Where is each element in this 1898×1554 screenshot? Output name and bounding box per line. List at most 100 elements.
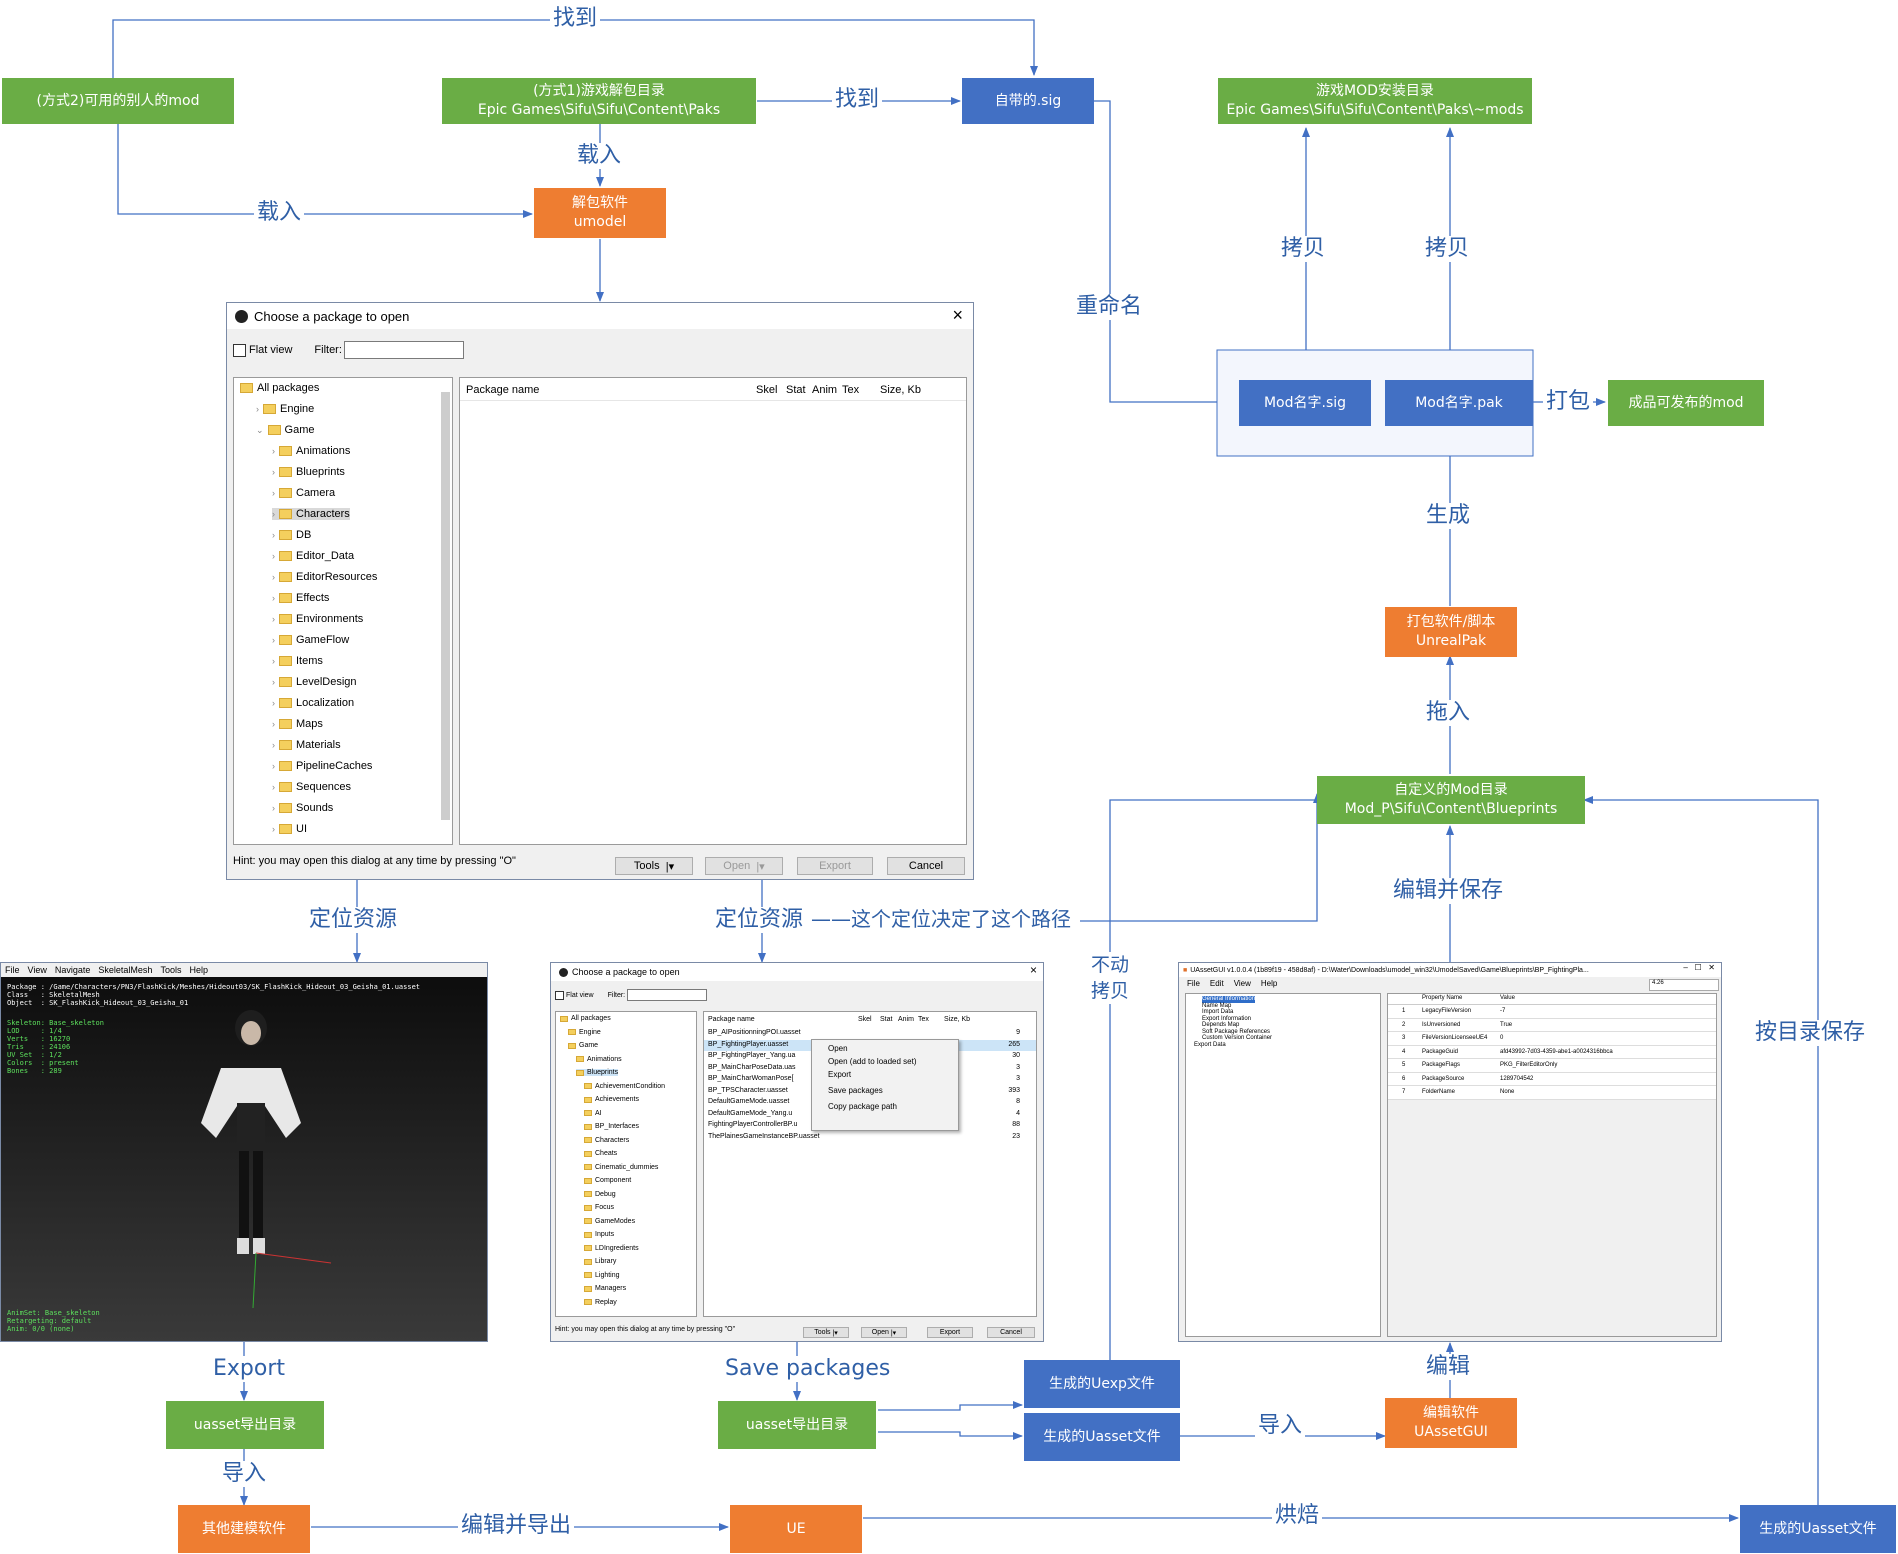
chevron-right-icon[interactable]: › [272,488,275,498]
column-header[interactable]: Tex [842,384,860,396]
tree-scrollbar[interactable] [441,392,450,820]
tree-item[interactable]: ›Animations [272,445,350,457]
open-button[interactable]: Open |▾ [705,857,783,875]
viewer-menu-item[interactable]: Navigate [54,965,91,975]
tree-item[interactable]: Animations [576,1056,622,1063]
tree-item[interactable]: ›EditorResources [272,571,377,583]
cancel-button[interactable]: Cancel [887,857,965,875]
chevron-right-icon[interactable]: › [272,656,275,666]
chevron-right-icon[interactable]: › [272,530,275,540]
uassetgui-menu-item[interactable]: File [1187,979,1200,988]
version-select[interactable]: 4.26 [1649,979,1719,991]
context-menu-item[interactable]: Open [828,1044,848,1053]
column-header[interactable]: Anim [898,1016,914,1023]
tree-item[interactable]: ›Localization [272,697,354,709]
uassetgui-tree-item[interactable]: General Information [1202,996,1256,1003]
tree-item[interactable]: ›Environments [272,613,363,625]
tree-item[interactable]: Characters [584,1137,629,1144]
uassetgui-tree-item[interactable]: Export Information [1202,1015,1252,1022]
uassetgui-menu-item[interactable]: Help [1260,979,1278,988]
uassetgui-tree-item[interactable]: Custom Version Container [1202,1035,1273,1041]
tree-item[interactable]: ›PipelineCaches [272,760,372,772]
tree-item[interactable]: ›Characters [272,508,350,520]
tree-item[interactable]: Achievements [584,1096,639,1103]
column-header[interactable]: Tex [918,1016,929,1023]
column-header[interactable]: Anim [812,384,838,396]
window-controls[interactable]: – ☐ ✕ [1683,963,1715,972]
tree-item[interactable]: Game [568,1042,598,1049]
chevron-right-icon[interactable]: › [272,551,275,561]
uassetgui-tree-item[interactable]: Depends Map [1202,1022,1240,1028]
tree-item[interactable]: Component [584,1177,631,1184]
uassetgui-tree-item[interactable]: Import Data [1202,1009,1234,1015]
chevron-right-icon[interactable]: › [272,782,275,792]
tools-button-2[interactable]: Tools |▾ [803,1327,849,1338]
tree-item[interactable]: All packages [240,382,319,394]
column-header[interactable]: Skel [858,1016,872,1023]
column-header[interactable]: Stat [786,384,806,396]
checkbox-icon[interactable] [233,343,246,357]
context-menu-item[interactable]: Copy package path [828,1102,897,1111]
export-button-2[interactable]: Export [927,1327,973,1338]
viewer-menu-item[interactable]: File [5,965,20,975]
chevron-right-icon[interactable]: › [272,740,275,750]
tree-item[interactable]: ›Items [272,655,323,667]
tree-item[interactable]: Managers [584,1285,626,1292]
tree-item[interactable]: All packages [560,1015,611,1022]
tree-item[interactable]: ›Editor_Data [272,550,354,562]
tree-item[interactable]: Inputs [584,1231,614,1238]
uassetgui-tree-item[interactable]: Export Data [1194,1041,1226,1048]
viewer-menu-item[interactable]: View [27,965,47,975]
chevron-right-icon[interactable]: › [272,803,275,813]
export-button[interactable]: Export [797,857,873,875]
folder-tree[interactable]: All packages›Engine⌄Game›Animations›Blue… [233,377,453,845]
tree-item[interactable]: ›LevelDesign [272,676,357,688]
uassetgui-menu-item[interactable]: View [1233,979,1251,988]
tree-item[interactable]: Cinematic_dummies [584,1164,658,1171]
tree-item[interactable]: ›Camera [272,487,335,499]
tree-item[interactable]: ⌄Game [256,424,315,436]
tree-item[interactable]: Blueprints [576,1069,619,1076]
chevron-right-icon[interactable]: ⌄ [256,424,264,435]
tree-item[interactable]: Lighting [584,1272,620,1279]
context-menu-item[interactable]: Export [828,1070,852,1079]
tree-item[interactable]: ›Materials [272,739,341,751]
tree-item[interactable]: ›WwiseAudio [272,844,357,845]
table-row[interactable]: BP_MainCharWomanPose[3 [704,1074,1036,1086]
tree-item[interactable]: ›Engine [256,403,314,415]
tree-item[interactable]: BP_Interfaces [584,1123,639,1130]
close-icon[interactable]: × [1029,963,1037,977]
viewer-menu-item[interactable]: Tools [160,965,182,975]
column-header[interactable]: Skel [756,384,778,396]
uassetgui-tree-item[interactable]: Name Map [1202,1002,1232,1009]
tree-item[interactable]: ›Maps [272,718,323,730]
chevron-right-icon[interactable]: › [272,761,275,771]
chevron-right-icon[interactable]: › [272,719,275,729]
tree-item[interactable]: ›Effects [272,592,329,604]
chevron-right-icon[interactable]: › [272,635,275,645]
chevron-right-icon[interactable]: › [272,446,275,456]
chevron-right-icon[interactable]: › [272,467,275,477]
column-header[interactable]: Package name [708,1016,755,1023]
tree-item[interactable]: ›UI [272,823,307,835]
column-header[interactable]: Size, Kb [944,1016,971,1023]
filter-input[interactable] [343,341,464,359]
column-header[interactable]: Stat [880,1016,893,1023]
tree-item[interactable]: Library [584,1258,616,1265]
tree-item[interactable]: GameModes [584,1218,635,1225]
open-button-2[interactable]: Open |▾ [861,1327,907,1338]
tree-item[interactable]: AchievementCondition [584,1083,665,1090]
chevron-right-icon[interactable]: › [272,824,275,834]
chevron-right-icon[interactable]: › [272,677,275,687]
